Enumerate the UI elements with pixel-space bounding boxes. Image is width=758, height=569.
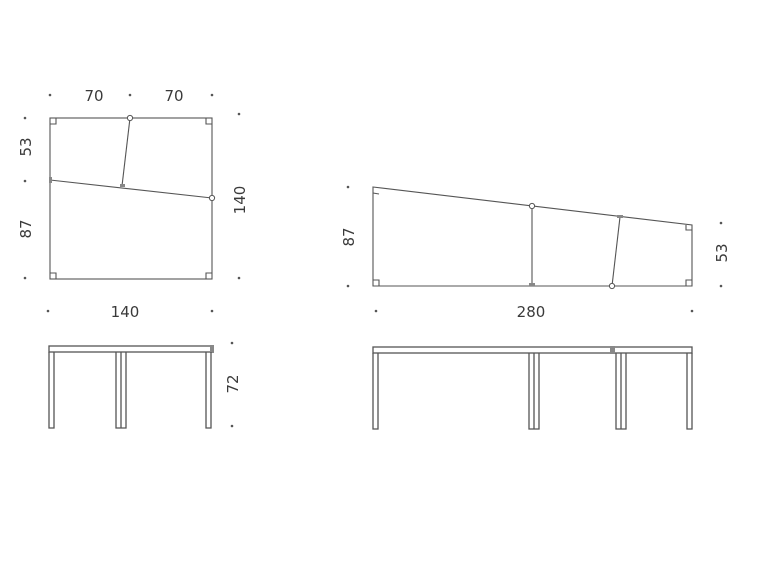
square-plan-leg-mark (120, 184, 125, 187)
long-right-depth-label: 53 (713, 243, 731, 262)
long-plan-leg-mark (617, 215, 623, 218)
long-elevation-leg-left (372, 353, 379, 430)
long-plan-outline (372, 186, 693, 287)
square-plan-corner-mark (205, 272, 212, 279)
long-plan-corner-mark (685, 279, 692, 286)
square-elevation-top-rail (48, 345, 212, 353)
dimension-dot (48, 93, 52, 97)
dimension-dot (23, 116, 27, 120)
square-elevation-leg-right (205, 352, 212, 429)
dimension-dot (128, 93, 132, 97)
square-plan-outline (49, 117, 213, 280)
dimension-dot (346, 284, 350, 288)
dimension-dot (23, 276, 27, 280)
long-plan-view: 87 53 280 (340, 185, 731, 321)
dimension-dot (690, 309, 694, 313)
long-plan-leg-mark (529, 283, 535, 286)
long-elevation-top-rail (372, 346, 693, 354)
elevation-height-label: 72 (224, 374, 242, 393)
dimension-dot (23, 179, 27, 183)
long-bottom-width-label: 280 (517, 303, 546, 321)
square-plan-top-seam (121, 117, 131, 187)
square-top-right-width-label: 70 (164, 87, 183, 105)
long-plan-joint-top (528, 202, 536, 210)
square-right-depth-label: 140 (231, 186, 249, 215)
dimension-dot (346, 185, 350, 189)
dimension-dot (210, 309, 214, 313)
dimension-dot (230, 424, 234, 428)
square-top-left-width-label: 70 (84, 87, 103, 105)
dimension-dot (46, 309, 50, 313)
long-left-depth-label: 87 (340, 227, 358, 246)
square-plan-diagonal-seam (49, 179, 213, 199)
dimension-dot (230, 341, 234, 345)
square-plan-joint-top (126, 114, 134, 122)
square-plan-corner-mark (205, 118, 212, 125)
square-plan-leg-mark (49, 177, 52, 183)
square-plan-view: 70 70 53 87 140 140 (17, 87, 249, 321)
long-plan-joint-bottom (608, 282, 616, 290)
long-elevation-joint-mark (610, 346, 615, 354)
long-plan-corner-mark (372, 192, 380, 195)
square-left-bottom-depth-label: 87 (17, 219, 35, 238)
long-plan-angled-seam (611, 216, 621, 287)
long-elevation-view (372, 346, 693, 430)
long-plan-corner-mark (373, 279, 380, 286)
square-plan-corner-mark (50, 272, 57, 279)
dimension-dot (237, 112, 241, 116)
square-bottom-width-label: 140 (111, 303, 140, 321)
dimension-dot (210, 93, 214, 97)
dimension-dot (237, 276, 241, 280)
dimension-dot (719, 221, 723, 225)
square-plan-corner-mark (50, 118, 57, 125)
square-plan-joint-right (208, 194, 216, 202)
square-elevation-leg-left (48, 352, 55, 429)
dimension-dot (374, 309, 378, 313)
square-elevation-end-mark (210, 345, 214, 353)
long-elevation-leg-right (686, 353, 693, 430)
square-elevation-view: 72 (48, 341, 242, 429)
square-left-top-depth-label: 53 (17, 137, 35, 156)
dimension-dot (719, 284, 723, 288)
long-plan-corner-mark (685, 225, 692, 231)
